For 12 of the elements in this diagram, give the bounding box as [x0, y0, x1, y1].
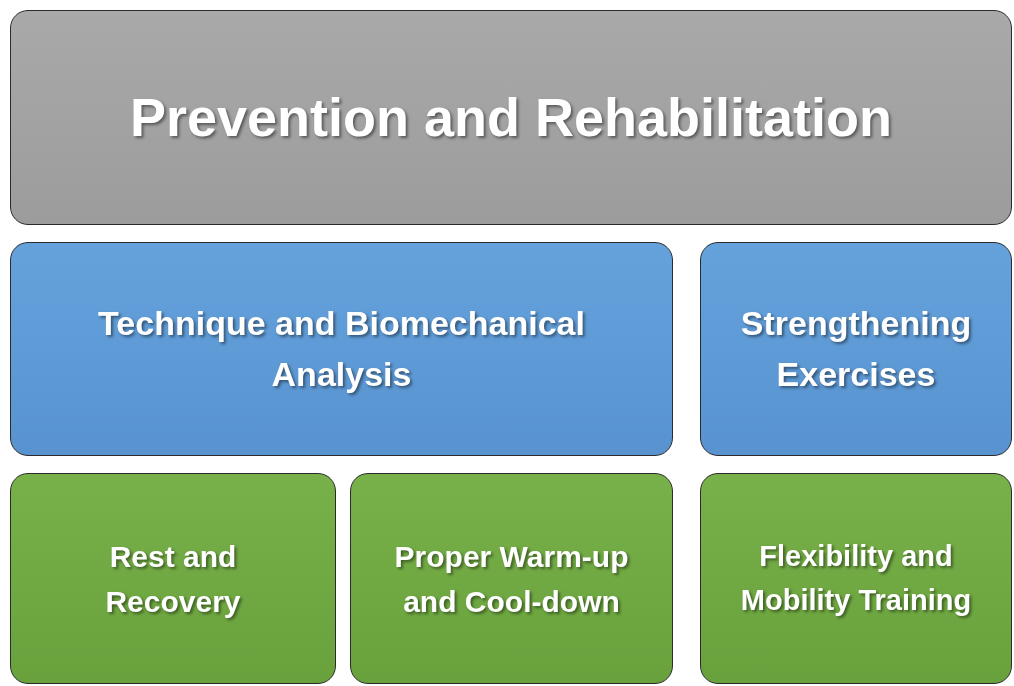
box-label: Prevention and Rehabilitation [129, 86, 893, 150]
practice-box [10, 473, 336, 684]
box-label: Rest and Recovery [104, 538, 242, 620]
box-label: Strengthening Exercises [739, 303, 973, 395]
box-label: Proper Warm-up and Cool-down [393, 538, 630, 620]
category-box [700, 242, 1012, 456]
box-label: Technique and Biomechanical Analysis [97, 303, 586, 395]
practice-box [700, 473, 1012, 684]
category-box [10, 242, 673, 456]
title-box [10, 10, 1012, 225]
practice-box [350, 473, 673, 684]
box-label: Flexibility and Mobility Training [739, 539, 973, 618]
